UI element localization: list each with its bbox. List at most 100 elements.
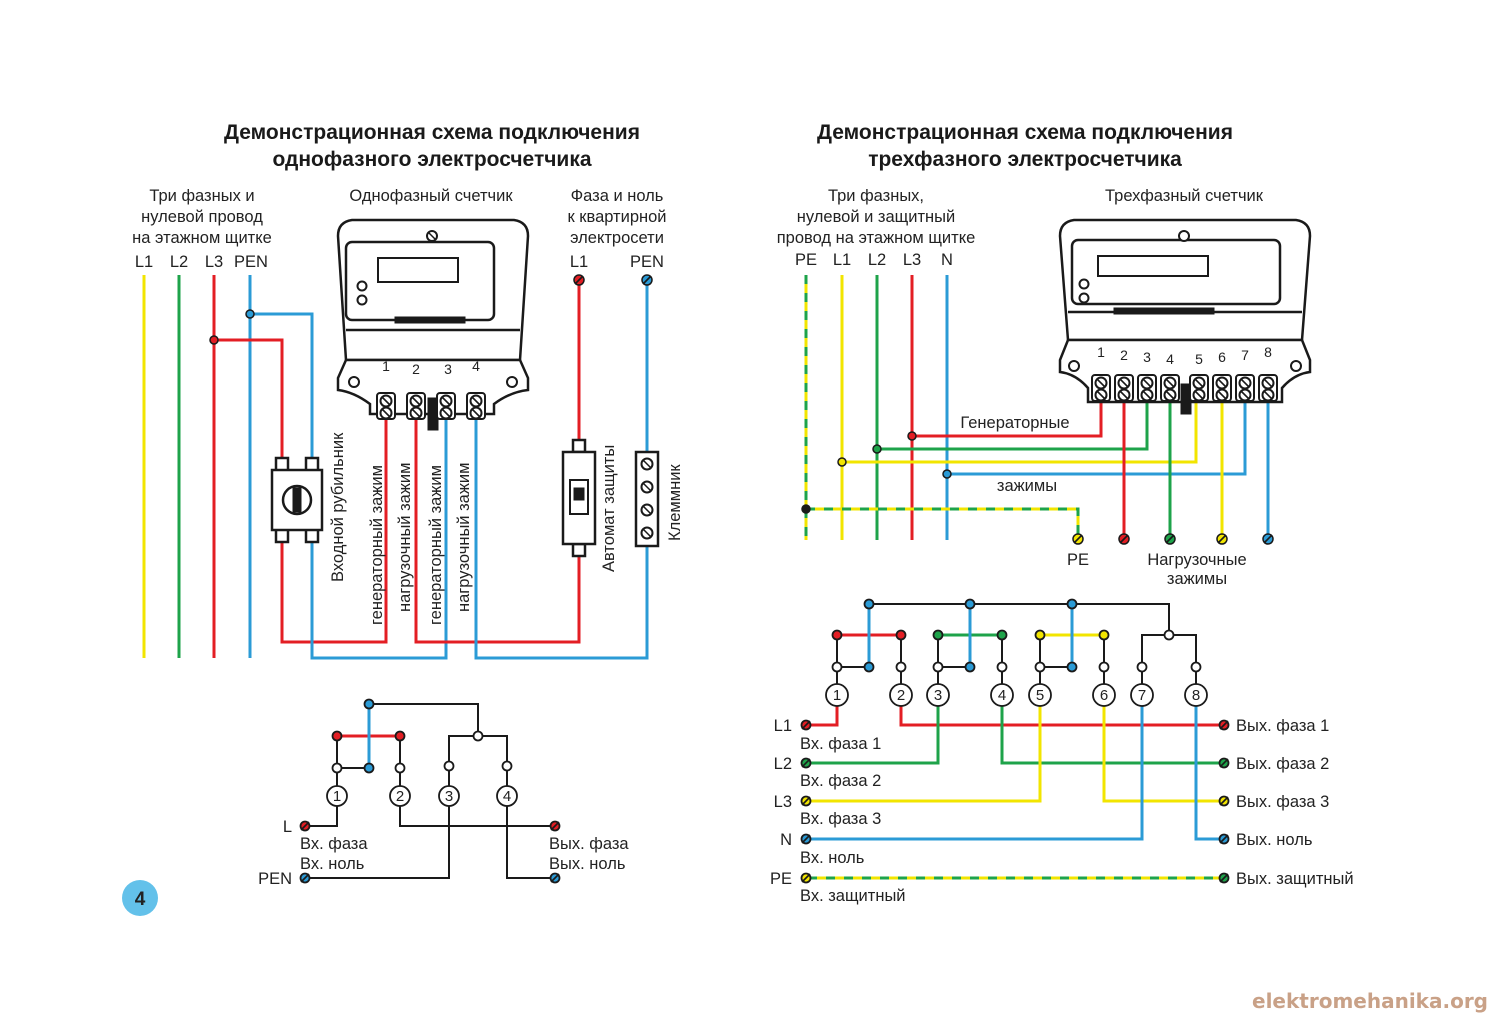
- svg-text:4: 4: [1166, 351, 1174, 367]
- svg-text:Вых. ноль: Вых. ноль: [1236, 831, 1312, 849]
- three-caption-left: Три фазных, нулевой и защитный провод на…: [777, 187, 976, 247]
- svg-text:Вх. фаза 2: Вх. фаза 2: [800, 772, 881, 790]
- input-switch: [270, 456, 324, 544]
- svg-text:2: 2: [897, 687, 905, 704]
- three-schematic-labels: 1 2 3 4 5 6 7 8 L1 L2 L3 N PE Вх. фаза 1…: [770, 687, 1354, 905]
- svg-text:L3: L3: [205, 253, 223, 271]
- single-branch-wires: [214, 282, 649, 660]
- single-output-terminals: [573, 274, 653, 286]
- three-wire-labels: PE L1 L2 L3 N: [795, 251, 953, 269]
- svg-text:PE: PE: [770, 870, 792, 888]
- single-wire-labels: L1 L2 L3 PEN L1 PEN: [135, 253, 664, 271]
- three-wiring-labels: Генераторные зажимы PE Нагрузочные зажим…: [960, 414, 1246, 588]
- page-number-badge: [122, 880, 158, 916]
- svg-text:нулевой провод: нулевой провод: [141, 208, 263, 226]
- svg-text:2: 2: [412, 361, 420, 377]
- svg-text:Клеммник: Клеммник: [666, 464, 684, 541]
- svg-text:нулевой и защитный: нулевой и защитный: [797, 208, 955, 226]
- svg-text:L1: L1: [570, 253, 588, 271]
- three-schematic-nodes: [800, 598, 1230, 884]
- svg-text:Автомат защиты: Автомат защиты: [600, 445, 618, 572]
- svg-text:L1: L1: [135, 253, 153, 271]
- svg-text:3: 3: [934, 687, 942, 704]
- single-meter-caption: Однофазный счетчик: [349, 187, 513, 205]
- svg-text:Вх. защитный: Вх. защитный: [800, 887, 906, 905]
- svg-text:L1: L1: [774, 717, 792, 735]
- svg-text:Вх. фаза 3: Вх. фаза 3: [800, 810, 881, 828]
- junction-dot: [245, 309, 255, 319]
- single-phase-meter: [336, 218, 530, 431]
- svg-text:1: 1: [333, 788, 341, 805]
- single-schematic-labels: 1 2 3 4 L PEN Вх. фаза Вх. ноль Вых. фаз…: [258, 788, 629, 888]
- svg-text:PE: PE: [1067, 551, 1089, 569]
- svg-text:7: 7: [1241, 347, 1249, 363]
- svg-text:Вых. фаза 3: Вых. фаза 3: [1236, 793, 1329, 811]
- svg-text:N: N: [941, 251, 953, 269]
- three-title-line1: Демонстрационная схема подключения: [817, 121, 1233, 144]
- single-schematic-nodes: [299, 698, 561, 884]
- svg-text:Вых. фаза 2: Вых. фаза 2: [1236, 755, 1329, 773]
- svg-text:Входной рубильник: Входной рубильник: [329, 432, 347, 582]
- svg-text:провод на этажном щитке: провод на этажном щитке: [777, 229, 976, 247]
- svg-text:2: 2: [1120, 347, 1128, 363]
- svg-text:3: 3: [445, 788, 453, 805]
- watermark: elektromehanika.org: [1252, 989, 1488, 1013]
- svg-text:L: L: [283, 818, 292, 836]
- svg-text:Вых. ноль: Вых. ноль: [549, 855, 625, 873]
- svg-text:Вх. ноль: Вх. ноль: [800, 849, 864, 867]
- svg-text:6: 6: [1100, 687, 1108, 704]
- svg-text:Генераторные: Генераторные: [960, 414, 1069, 432]
- svg-text:L2: L2: [868, 251, 886, 269]
- svg-text:4: 4: [998, 687, 1006, 704]
- svg-text:3: 3: [444, 361, 452, 377]
- svg-text:L3: L3: [774, 793, 792, 811]
- svg-text:зажимы: зажимы: [997, 477, 1057, 495]
- svg-text:8: 8: [1192, 687, 1200, 704]
- svg-text:нагрузочный зажим: нагрузочный зажим: [396, 463, 414, 612]
- svg-text:к квартирной: к квартирной: [567, 208, 666, 226]
- svg-text:1: 1: [1097, 344, 1105, 360]
- svg-text:N: N: [780, 831, 792, 849]
- single-meter-terminals: 1 2 3 4: [376, 358, 486, 420]
- three-output-terminals: [1072, 533, 1274, 545]
- svg-text:1: 1: [833, 687, 841, 704]
- single-caption-right: Фаза и ноль к квартирной электросети: [567, 187, 666, 247]
- svg-text:4: 4: [503, 788, 511, 805]
- svg-text:Вх. фаза 1: Вх. фаза 1: [800, 735, 881, 753]
- three-generator-wires: [806, 402, 1270, 538]
- svg-text:на этажном щитке: на этажном щитке: [132, 229, 272, 247]
- svg-text:PEN: PEN: [234, 253, 268, 271]
- svg-text:Вых. фаза: Вых. фаза: [549, 835, 629, 853]
- svg-text:Фаза и ноль: Фаза и ноль: [571, 187, 664, 205]
- single-schematic: [307, 703, 553, 879]
- page-number: 4: [135, 889, 146, 910]
- svg-text:Вых. защитный: Вых. защитный: [1236, 870, 1354, 888]
- svg-text:5: 5: [1036, 687, 1044, 704]
- single-title-line1: Демонстрационная схема подключения: [224, 121, 640, 144]
- single-title-line2: однофазного электросчетчика: [272, 148, 591, 171]
- svg-text:Вх. фаза: Вх. фаза: [300, 835, 368, 853]
- svg-text:Вх. ноль: Вх. ноль: [300, 855, 364, 873]
- junction-dot: [209, 335, 219, 345]
- svg-text:4: 4: [472, 358, 480, 374]
- svg-text:L2: L2: [170, 253, 188, 271]
- svg-text:1: 1: [382, 358, 390, 374]
- svg-text:8: 8: [1264, 344, 1272, 360]
- single-vertical-labels: Входной рубильник генераторный зажим наг…: [329, 432, 684, 625]
- svg-text:PEN: PEN: [258, 870, 292, 888]
- svg-text:7: 7: [1138, 687, 1146, 704]
- three-meter-terminals: 1 2 3 4 5 6 7 8: [1091, 344, 1278, 402]
- single-feed-wires: [142, 275, 252, 658]
- terminal-block: [634, 450, 660, 548]
- single-caption-left: Три фазных и нулевой провод на этажном щ…: [132, 187, 272, 247]
- svg-text:6: 6: [1218, 349, 1226, 365]
- svg-text:PEN: PEN: [630, 253, 664, 271]
- svg-text:5: 5: [1195, 351, 1203, 367]
- svg-text:2: 2: [396, 788, 404, 805]
- svg-text:генераторный зажим: генераторный зажим: [368, 465, 386, 625]
- svg-text:Три фазных,: Три фазных,: [828, 187, 924, 205]
- svg-text:генераторный зажим: генераторный зажим: [427, 465, 445, 625]
- circuit-breaker: [561, 438, 597, 558]
- three-meter-caption: Трехфазный счетчик: [1105, 187, 1264, 205]
